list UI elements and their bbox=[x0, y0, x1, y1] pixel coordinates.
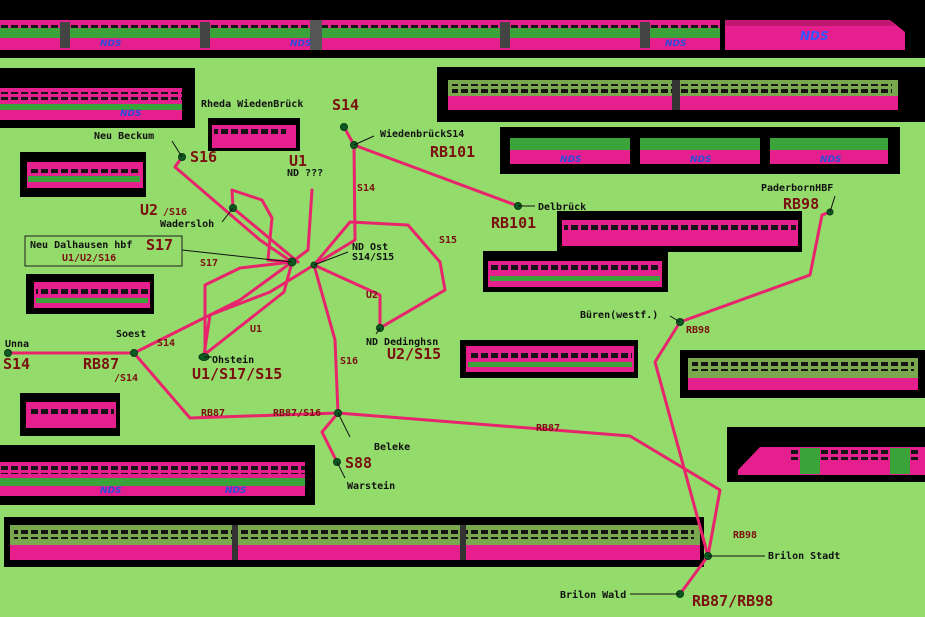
track-label: S14 bbox=[157, 338, 175, 349]
track-label: RB98 bbox=[686, 325, 710, 336]
track-network bbox=[6, 125, 832, 596]
line-label: U1/U2/S16 bbox=[62, 253, 116, 264]
track-label: U1 bbox=[250, 324, 262, 335]
track-label: S16 bbox=[340, 356, 358, 367]
bus-neubeckum-icon bbox=[20, 152, 146, 197]
line-label: U1/S17/S15 bbox=[192, 365, 282, 383]
bus-rheda-icon bbox=[208, 118, 300, 151]
vehicle-illustrations: NDS NDS NDS NDS NDS bbox=[0, 0, 925, 567]
track-label: U2 bbox=[366, 290, 378, 301]
vehicle-logo: NDS bbox=[100, 486, 122, 496]
train-bueren-icon bbox=[680, 350, 925, 398]
station-label: PaderbornHBF bbox=[761, 183, 833, 194]
track-label: RB87/S16 bbox=[273, 408, 321, 419]
line-label: S14 bbox=[3, 355, 30, 373]
station-label: Neu Dalhausen hbf bbox=[30, 240, 132, 251]
station-label: Brilon Wald bbox=[560, 589, 626, 601]
station-label: WiedenbrückS14 bbox=[380, 128, 464, 140]
bus-articulated-icon bbox=[557, 211, 802, 252]
track-label: S17 bbox=[200, 258, 218, 269]
bus-unna-icon bbox=[20, 393, 120, 436]
station-label: Beleke bbox=[374, 442, 410, 453]
station-label: Wadersloh bbox=[160, 219, 214, 230]
vehicle-logo: NDS bbox=[820, 155, 842, 165]
bus-soest-icon bbox=[26, 274, 154, 314]
vehicle-logo: NDS bbox=[690, 155, 712, 165]
station-label: Warstein bbox=[347, 480, 395, 492]
line-label: S17 bbox=[146, 236, 173, 254]
line-label: /S14 bbox=[114, 373, 138, 384]
line-label: /S16 bbox=[163, 207, 187, 218]
line-label: RB87 bbox=[83, 355, 119, 373]
train-nds-cars-icon: NDS NDS NDS bbox=[500, 127, 900, 174]
track-label: RB87 bbox=[201, 408, 225, 419]
vehicle-logo: NDS bbox=[560, 155, 582, 165]
train-highspeed-icon bbox=[727, 427, 925, 482]
bus-dedinghsn-icon bbox=[460, 340, 638, 378]
line-label: S16 bbox=[190, 148, 217, 166]
tram-top-left-icon: NDS bbox=[0, 68, 195, 128]
track-label: RB98 bbox=[733, 530, 757, 541]
train-left-lower-icon: NDS NDS bbox=[0, 445, 315, 505]
station-dot-soest[interactable] bbox=[130, 349, 138, 357]
station-label: Unna bbox=[5, 339, 29, 350]
station-markers bbox=[4, 123, 834, 598]
vehicle-logo: NDS bbox=[100, 39, 122, 49]
vehicle-logo: NDS bbox=[120, 109, 142, 119]
line-labels: S14 S16 U1 RB101 RB101 U2 /S16 S17 U1/U2… bbox=[3, 96, 819, 610]
hub-label-box bbox=[24, 235, 183, 267]
line-label: S14/S15 bbox=[352, 252, 394, 263]
station-labels: Rheda WiedenBrück Neu Beckum Wiedenbrück… bbox=[5, 98, 840, 601]
line-label: S88 bbox=[345, 454, 372, 472]
line-label: RB101 bbox=[491, 214, 536, 232]
vehicle-logo: NDS bbox=[800, 29, 829, 43]
train-top-icon: NDS NDS NDS NDS bbox=[0, 0, 925, 58]
station-dot-rheda[interactable] bbox=[340, 123, 348, 131]
station-label: Ohstein bbox=[212, 354, 254, 366]
line-label: S14 bbox=[332, 96, 359, 114]
station-label: Soest bbox=[116, 329, 146, 340]
station-label: Brilon Stadt bbox=[768, 550, 840, 562]
train-bottom-icon bbox=[4, 517, 704, 567]
track-label: S14 bbox=[357, 183, 375, 194]
station-label: ND ??? bbox=[287, 168, 323, 179]
line-label: RB87/RB98 bbox=[692, 592, 773, 610]
line-label: U2/S15 bbox=[387, 345, 441, 363]
station-label: ND Ost bbox=[352, 242, 388, 253]
station-label: Neu Beckum bbox=[94, 131, 154, 142]
line-label: U1 bbox=[289, 152, 307, 170]
vehicle-logo: NDS bbox=[225, 486, 247, 496]
station-dot-unna[interactable] bbox=[4, 349, 12, 357]
station-label: Delbrück bbox=[538, 202, 586, 213]
train-right-top-icon bbox=[437, 67, 925, 122]
pointer-lines bbox=[171, 135, 836, 595]
station-label: ND Dedinghsn bbox=[366, 336, 438, 348]
station-label: Büren(westf.) bbox=[580, 310, 658, 321]
vehicle-logo: NDS bbox=[290, 39, 312, 49]
line-label: U2 bbox=[140, 201, 158, 219]
bus-nddost-icon bbox=[483, 251, 668, 292]
vehicle-logo: NDS bbox=[665, 39, 687, 49]
track-label: S15 bbox=[439, 235, 457, 246]
line-label: RB101 bbox=[430, 143, 475, 161]
station-label: Rheda WiedenBrück bbox=[201, 98, 303, 110]
line-label: RB98 bbox=[783, 195, 819, 213]
track-label: RB87 bbox=[536, 423, 560, 434]
